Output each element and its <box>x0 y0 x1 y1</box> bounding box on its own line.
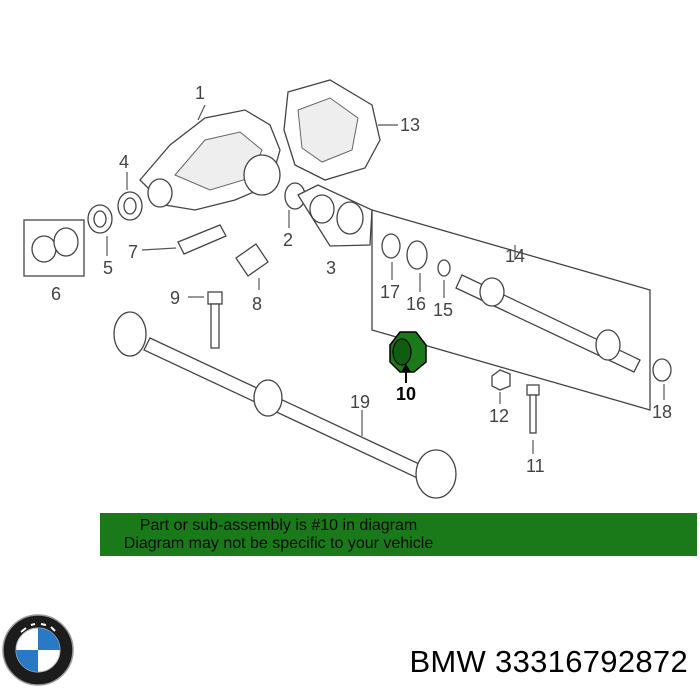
part-drive-shaft[interactable] <box>113 311 457 499</box>
callout-9: 9 <box>170 288 180 308</box>
callout-6: 6 <box>51 284 61 304</box>
part-seal-2[interactable] <box>284 182 306 228</box>
part-seal-4[interactable] <box>117 172 143 221</box>
banner-line-2: Diagram may not be specific to your vehi… <box>123 535 434 552</box>
bmw-roundel-icon <box>2 614 74 686</box>
callout-14: 14 <box>505 246 525 266</box>
callout-11: 11 <box>526 456 545 476</box>
part-seal-15[interactable] <box>437 259 451 298</box>
part-nut-12[interactable] <box>491 369 511 404</box>
callout-13: 13 <box>400 115 420 135</box>
callout-2: 2 <box>283 230 293 250</box>
part-seal-16[interactable] <box>406 240 428 292</box>
callout-7: 7 <box>128 242 138 262</box>
part-differential-housing[interactable] <box>139 104 281 211</box>
part-grease-tube[interactable] <box>141 224 227 255</box>
callout-8: 8 <box>252 294 262 314</box>
part-seal-5[interactable] <box>87 204 113 256</box>
part-number-footer: BMW 33316792872 <box>409 644 688 680</box>
callout-3: 3 <box>326 258 336 278</box>
callout-18: 18 <box>652 402 672 422</box>
part-bolt-9[interactable] <box>188 291 223 349</box>
parts-diagram: 1 2 3 4 5 6 7 8 9 10 11 12 13 14 15 16 1… <box>23 79 672 499</box>
info-banner: Part or sub-assembly is #10 in diagram D… <box>100 513 697 556</box>
part-bushing-8[interactable] <box>235 243 269 290</box>
part-seal-18[interactable] <box>652 358 672 400</box>
callout-4: 4 <box>119 152 129 172</box>
part-seal-kit-6[interactable] <box>23 219 85 277</box>
callout-15: 15 <box>433 300 453 320</box>
part-bushing-10-highlighted[interactable] <box>389 331 427 383</box>
part-bearing-kit-3[interactable] <box>297 184 373 247</box>
part-housing-cover[interactable] <box>283 79 398 181</box>
callout-16: 16 <box>406 294 426 314</box>
brand-name: BMW <box>409 644 487 679</box>
callout-19: 19 <box>350 392 370 412</box>
part-seal-17[interactable] <box>381 233 401 280</box>
banner-line-1: Part or sub-assembly is #10 in diagram <box>139 517 418 534</box>
callout-12: 12 <box>489 406 509 426</box>
callout-10: 10 <box>396 384 416 404</box>
callout-1: 1 <box>195 83 205 103</box>
callout-5: 5 <box>103 258 113 278</box>
callout-17: 17 <box>380 282 400 302</box>
part-number: 33316792872 <box>495 644 688 679</box>
part-bolt-11[interactable] <box>526 384 540 454</box>
